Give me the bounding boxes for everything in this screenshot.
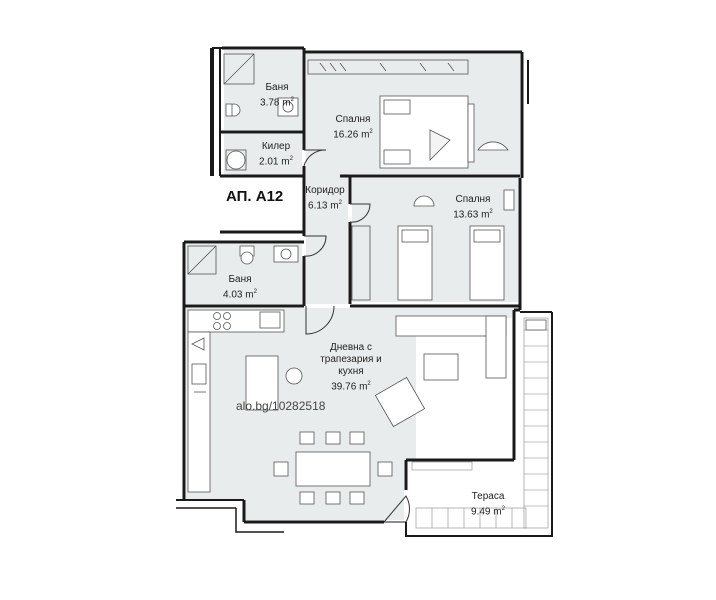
- area-unit: m: [330, 200, 339, 212]
- room-name: Коридор: [305, 185, 345, 196]
- room-area: 9.49: [471, 506, 491, 518]
- area-unit: m: [481, 209, 490, 221]
- room-floors: [186, 50, 548, 528]
- room-area: 6.13: [308, 200, 328, 212]
- room-label-pantry: Килер 2.01 m2: [252, 141, 300, 168]
- room-area: 4.03: [223, 289, 243, 301]
- kitchen-units: [187, 309, 303, 493]
- bedroom2-furniture: [351, 189, 515, 301]
- room-name: Баня: [228, 274, 252, 285]
- area-unit: m: [361, 129, 370, 141]
- room-area: 13.63: [453, 209, 479, 221]
- room-label-bath1: Баня 3.78 m2: [256, 82, 298, 109]
- room-name: Баня: [265, 82, 289, 93]
- room-name: Спалня: [335, 114, 371, 125]
- terrace-furniture: [525, 319, 547, 331]
- area-unit: m: [282, 97, 291, 109]
- room-name: Тераса: [471, 491, 505, 502]
- room-area: 3.78: [260, 97, 280, 109]
- area-unit: m: [359, 381, 368, 393]
- room-label-corridor: Коридор 6.13 m2: [300, 185, 350, 212]
- area-unit: m: [281, 156, 290, 168]
- area-unit: m: [493, 506, 502, 518]
- bedroom1-furniture: [307, 59, 509, 169]
- room-label-bedroom1: Спалня 16.26 m2: [318, 114, 388, 141]
- room-label-living: Дневна с трапезария и кухня 39.76 m2: [306, 342, 396, 393]
- room-label-bedroom2: Спалня 13.63 m2: [440, 194, 506, 221]
- room-area: 2.01: [259, 156, 279, 168]
- bath2-fixtures: [187, 245, 299, 275]
- living-furniture: [273, 315, 507, 505]
- room-label-terrace: Тераса 9.49 m2: [458, 491, 518, 518]
- area-unit: m: [245, 289, 254, 301]
- bath1-fixtures: [223, 53, 299, 171]
- walls: [176, 46, 553, 537]
- room-name: Спалня: [455, 194, 491, 205]
- room-area: 16.26: [333, 129, 359, 141]
- room-name: Дневна с трапезария и кухня: [320, 342, 382, 377]
- room-label-bath2: Баня 4.03 m2: [212, 274, 268, 301]
- watermark-text: alo.bg/10282518: [236, 399, 326, 413]
- doors: [303, 149, 410, 523]
- room-area: 39.76: [331, 381, 357, 393]
- room-name: Килер: [261, 141, 291, 152]
- apartment-label: АП. А12: [224, 188, 286, 205]
